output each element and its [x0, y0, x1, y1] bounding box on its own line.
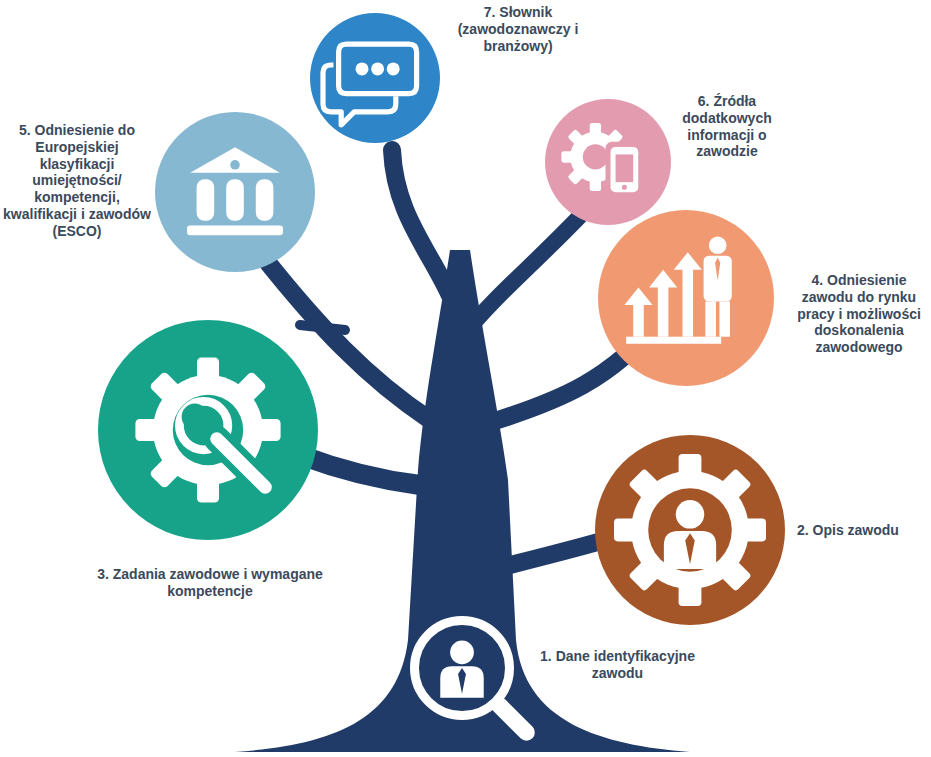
icon — [410, 616, 514, 720]
node-label: 2. Opis zawodu — [797, 522, 922, 539]
glossary-circle: 7. Słownik (zawodoznawczy i branżowy) — [310, 13, 440, 143]
identification-circle: 1. Dane identyfikacyjne zawodu — [410, 616, 514, 720]
tasks-circle: 3. Zadania zawodowe i wymagane kompetenc… — [98, 320, 318, 540]
node-label: 4. Odniesienie zawodu do rynku pracy i m… — [791, 272, 927, 356]
icon — [595, 435, 785, 625]
labour-market-circle: 4. Odniesienie zawodu do rynku pracy i m… — [598, 210, 774, 386]
icon — [155, 112, 315, 272]
node-label: 6. Źródła dodatkowych informacji o zawod… — [673, 93, 781, 160]
icon — [545, 99, 671, 225]
icon — [310, 13, 440, 143]
node-label: 7. Słownik (zawodoznawczy i branżowy) — [446, 4, 590, 54]
node-label: 1. Dane identyfikacyjne zawodu — [525, 648, 710, 682]
icon — [598, 210, 774, 386]
sources-circle: 6. Źródła dodatkowych informacji o zawod… — [545, 99, 671, 225]
node-label: 3. Zadania zawodowe i wymagane kompetenc… — [95, 566, 325, 600]
description-circle: 2. Opis zawodu — [595, 435, 785, 625]
esco-circle: 5. Odniesienie do Europejskiej klasyfika… — [155, 112, 315, 272]
node-label: 5. Odniesienie do Europejskiej klasyfika… — [3, 122, 151, 240]
icon — [98, 320, 318, 540]
